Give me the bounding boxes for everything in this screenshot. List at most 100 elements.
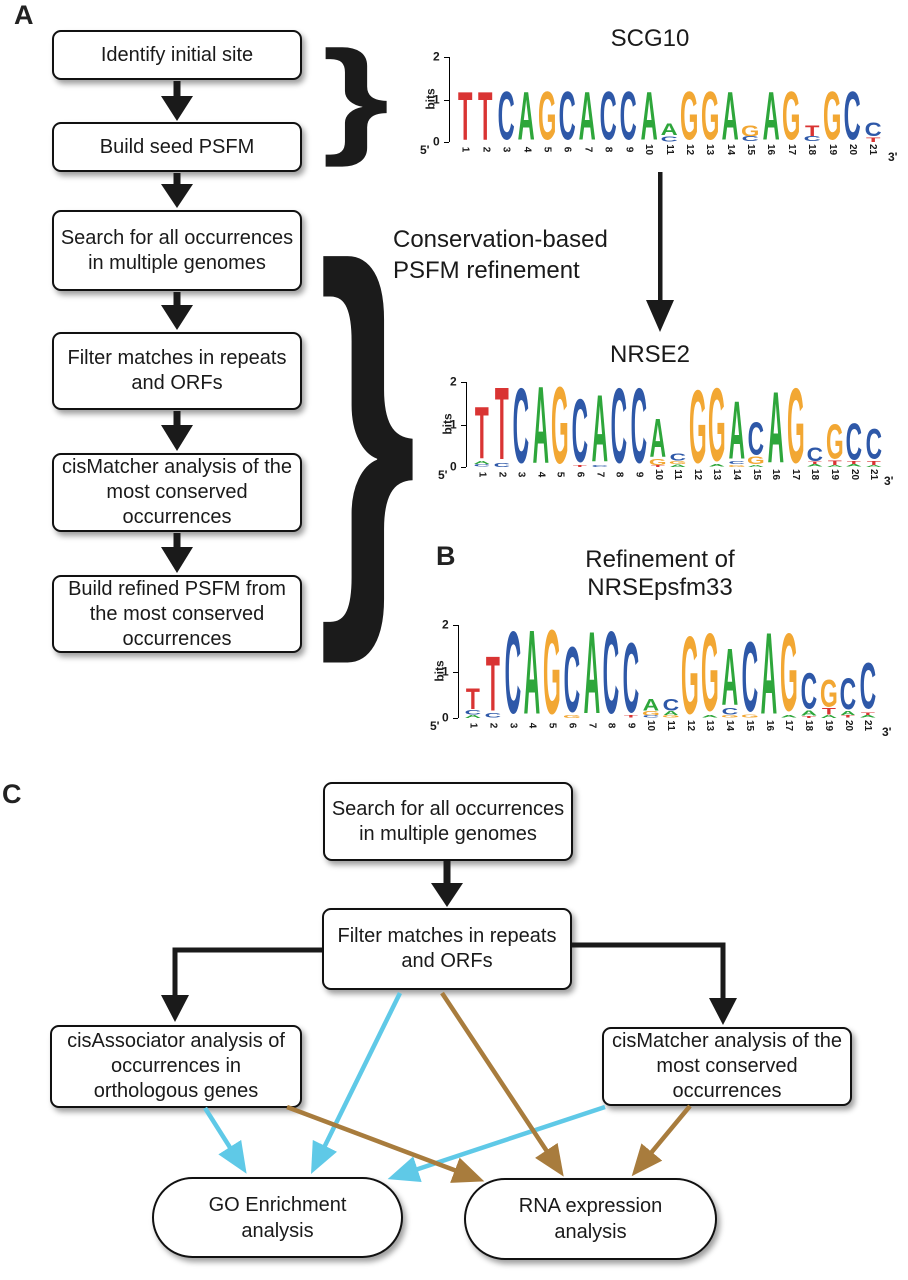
logo-letter-C: C	[620, 89, 637, 142]
svg-text:A: A	[661, 123, 678, 136]
refined-logo-title: Refinement of NRSEpsfm33	[460, 546, 860, 602]
svg-text:A: A	[820, 715, 837, 718]
arrow-a4	[161, 411, 193, 451]
svg-text:G: G	[681, 632, 699, 718]
go-enrichment-label: GO Enrichment analysis	[208, 1193, 347, 1242]
svg-text:A: A	[767, 388, 783, 467]
logo-column-2: T	[475, 57, 495, 142]
logo-letter-A: A	[807, 464, 824, 467]
flow-box-search-occurrences-a: Search for all occurrences in multiple g…	[52, 210, 302, 291]
logo-letter-A: A	[662, 711, 679, 716]
logo-x-tick-16: 16	[765, 143, 777, 156]
logo-letter-A: A	[591, 391, 607, 465]
svg-text:A: A	[474, 461, 491, 464]
refined-bits-label: bits	[432, 660, 447, 682]
arrow-c-search-to-filter	[431, 861, 463, 907]
logo-letter-C: C	[642, 715, 659, 718]
svg-text:G: G	[780, 629, 798, 715]
logo-x-tick-1: 1	[467, 722, 479, 729]
logo-letter-T: T	[847, 461, 861, 464]
logo-x-tick-12: 12	[691, 468, 703, 481]
logo-x-tick-11: 11	[672, 469, 684, 480]
svg-text:G: G	[642, 711, 660, 716]
logo-letter-C: C	[474, 464, 491, 467]
flow-box-search-occurrences-c: Search for all occurrences in multiple g…	[323, 782, 573, 861]
y-tick-label: 0	[442, 710, 449, 725]
logo-letter-T: T	[573, 465, 587, 467]
y-tick-label: 1	[442, 663, 449, 678]
logo-letter-G: G	[661, 715, 679, 718]
y-tick-mark	[453, 625, 458, 626]
svg-text:T: T	[805, 125, 819, 137]
logo-letter-A: A	[767, 388, 783, 467]
svg-text:C: C	[803, 136, 821, 142]
logo-column-3: C	[511, 382, 531, 467]
logo-letter-T: T	[486, 653, 500, 713]
svg-text:A: A	[722, 89, 739, 142]
svg-text:A: A	[846, 464, 863, 467]
logo-column-12: G	[688, 382, 708, 467]
logo-x-tick-1: 1	[476, 471, 488, 478]
logo-x-tick-18: 18	[809, 468, 821, 481]
logo-x-tick-12: 12	[684, 719, 696, 732]
refinement-caption-line1: Conservation-based	[393, 226, 608, 253]
y-tick-mark	[453, 671, 458, 673]
logo-letter-C: C	[728, 461, 745, 464]
logo-column-9: C	[618, 57, 638, 142]
svg-text:C: C	[844, 89, 861, 142]
logo-x-tick-13: 13	[704, 719, 716, 732]
logo-letter-C: C	[572, 395, 588, 465]
logo-letter-A: A	[465, 715, 482, 718]
y-tick-mark	[461, 424, 466, 426]
logo-x-tick-16: 16	[763, 719, 775, 732]
svg-text:T: T	[466, 687, 480, 710]
rna-expression-label: RNA expression analysis	[518, 1195, 663, 1243]
logo-letter-A: A	[860, 715, 877, 718]
svg-text:T: T	[486, 653, 500, 713]
svg-text:C: C	[513, 384, 529, 467]
logo-letter-G: G	[819, 678, 837, 708]
nrse2-five-prime: 5'	[438, 468, 448, 482]
svg-text:C: C	[642, 715, 659, 718]
logo-x-tick-8: 8	[613, 471, 625, 478]
logo-x-tick-6: 6	[561, 146, 573, 153]
logo-x-tick-11: 11	[664, 720, 676, 731]
elbow-filter-to-cismatcher	[572, 942, 726, 999]
logo-letter-A: A	[800, 710, 817, 716]
nrse2-bits-label: bits	[440, 413, 455, 435]
svg-text:C: C	[800, 671, 817, 711]
logo-x-tick-9: 9	[622, 146, 634, 153]
cyan-arrow-cismatcher-to-go	[387, 1104, 606, 1183]
logo-letter-A: A	[846, 464, 863, 467]
logo-letter-T: T	[475, 404, 489, 461]
svg-text:T: T	[847, 461, 861, 464]
logo-letter-A: A	[721, 645, 738, 708]
svg-text:G: G	[538, 89, 556, 142]
svg-text:A: A	[860, 715, 877, 718]
svg-text:T: T	[802, 716, 816, 718]
logo-letter-C: C	[807, 447, 823, 462]
brown-arrow-filter-to-rna	[440, 991, 564, 1177]
arrow-a2	[161, 173, 193, 208]
svg-text:G: G	[728, 465, 746, 467]
logo-letter-T: T	[808, 461, 822, 464]
elbow-left-arrowhead	[161, 995, 189, 1022]
flow-box-filter-matches-c: Filter matches in repeats and ORFs	[322, 908, 572, 990]
logo-letter-A: A	[865, 465, 882, 467]
logo-letter-C: C	[748, 420, 764, 456]
logo-x-tick-4: 4	[535, 471, 547, 478]
logo-letter-C: C	[623, 639, 640, 716]
y-tick-mark	[444, 142, 449, 143]
cyan-arrow-filter-to-go	[311, 992, 403, 1175]
svg-text:A: A	[591, 391, 607, 465]
